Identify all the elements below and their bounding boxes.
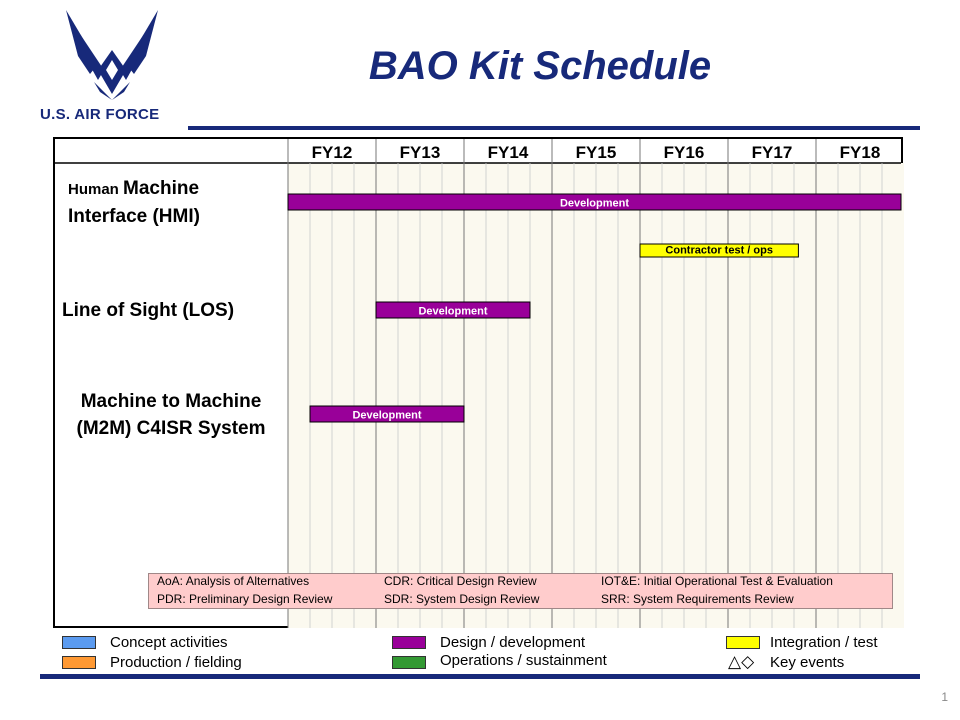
schedule-bar bbox=[309, 405, 465, 423]
schedule-bar-label: Development bbox=[352, 410, 421, 422]
header-rule bbox=[188, 126, 920, 130]
page-number: 1 bbox=[941, 690, 948, 704]
abbr-sdr: SDR: System Design Review bbox=[384, 592, 540, 606]
row-label-hmi: Human Machine Interface (HMI) bbox=[68, 175, 200, 230]
schedule-bar-label: Contractor test / ops bbox=[665, 245, 773, 257]
fiscal-year-label: FY14 bbox=[488, 143, 529, 162]
schedule-bar-label: Development bbox=[418, 306, 487, 318]
key-events-icon: △◇ bbox=[728, 652, 755, 671]
row-label-hmi-part2: Machine bbox=[123, 178, 200, 199]
air-force-wings-icon bbox=[66, 10, 158, 100]
row-label-m2m-line1: Machine to Machine bbox=[80, 391, 262, 412]
footer-rule bbox=[40, 674, 920, 679]
row-label-hmi-part3: Interface (HMI) bbox=[68, 206, 200, 227]
fiscal-year-label: FY12 bbox=[312, 143, 353, 162]
legend-swatch-concept bbox=[62, 636, 96, 649]
abbr-iote: IOT&E: Initial Operational Test & Evalua… bbox=[601, 574, 833, 588]
fiscal-year-label: FY15 bbox=[576, 143, 617, 162]
schedule-bar-label: Development bbox=[560, 198, 629, 210]
air-force-logo bbox=[38, 8, 188, 126]
schedule-bar bbox=[639, 243, 799, 258]
fiscal-year-label: FY17 bbox=[752, 143, 793, 162]
abbr-pdr: PDR: Preliminary Design Review bbox=[157, 592, 333, 606]
abbr-aoa: AoA: Analysis of Alternatives bbox=[157, 574, 310, 588]
legend-label-integration: Integration / test bbox=[770, 634, 878, 651]
row-label-los: Line of Sight (LOS) bbox=[62, 300, 235, 321]
schedule-bar bbox=[375, 301, 531, 319]
legend-swatch-integration bbox=[726, 636, 760, 649]
row-label-hmi-part1: Human bbox=[68, 181, 124, 198]
legend-label-key-events: Key events bbox=[770, 654, 845, 671]
legend-label-operations: Operations / sustainment bbox=[440, 652, 607, 669]
schedule-bar bbox=[287, 193, 902, 211]
abbreviations-box: AoA: Analysis of Alternatives CDR: Criti… bbox=[148, 573, 893, 609]
abbr-cdr: CDR: Critical Design Review bbox=[384, 574, 537, 588]
legend-swatch-operations bbox=[392, 656, 426, 669]
legend-label-concept: Concept activities bbox=[110, 634, 228, 651]
abbr-srr: SRR: System Requirements Review bbox=[601, 592, 794, 606]
legend-swatch-production bbox=[62, 656, 96, 669]
logo-wordmark: U.S. AIR FORCE bbox=[40, 106, 160, 123]
legend-label-production: Production / fielding bbox=[110, 654, 242, 671]
fiscal-year-label: FY16 bbox=[664, 143, 705, 162]
row-label-m2m: Machine to Machine (M2M) C4ISR System bbox=[66, 388, 276, 442]
fiscal-year-label: FY18 bbox=[840, 143, 881, 162]
legend-swatch-design bbox=[392, 636, 426, 649]
legend-label-design: Design / development bbox=[440, 634, 586, 651]
slide-title: BAO Kit Schedule bbox=[368, 44, 712, 88]
fiscal-year-label: FY13 bbox=[400, 143, 441, 162]
row-label-m2m-line2: (M2M) C4ISR System bbox=[76, 418, 266, 439]
